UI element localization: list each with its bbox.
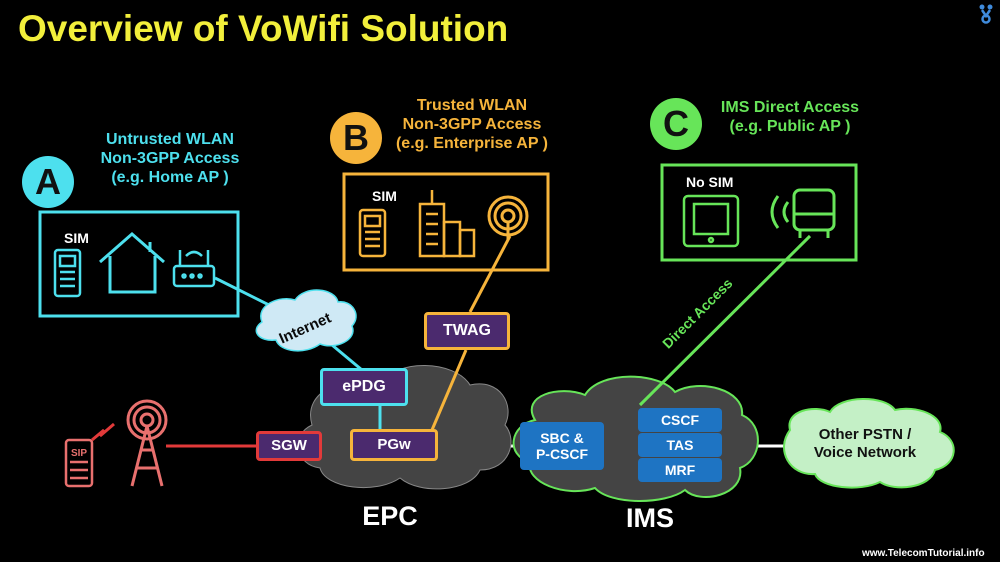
sip-phone-icon: [64, 438, 94, 488]
link-direct-access: [638, 234, 812, 407]
tas-node: TAS: [638, 433, 722, 457]
direct-access-label: Direct Access: [659, 275, 736, 352]
house-icon: [99, 232, 165, 294]
option-a-title: Untrusted WLAN Non-3GPP Access (e.g. Hom…: [100, 131, 240, 187]
wifi-bus-icon: [770, 188, 836, 238]
option-c-title: IMS Direct Access (e.g. Public AP ): [720, 99, 860, 136]
lightning-icon: [91, 422, 115, 442]
epdg-node: ePDG: [320, 368, 408, 406]
access-point-icon: [487, 195, 529, 240]
link-trusted-twag: [468, 235, 512, 313]
tablet-icon: [682, 194, 740, 248]
cscf-node: CSCF: [638, 408, 722, 432]
option-a-badge: A: [22, 156, 74, 208]
trusted-wlan-box: [342, 172, 550, 272]
option-a-sim-label: SIM: [64, 230, 89, 246]
internet-cloud: [255, 289, 357, 352]
pgw-node: PGw: [350, 429, 438, 461]
pstn-label: Other PSTN / Voice Network: [813, 426, 917, 461]
sgw-node: SGW: [256, 431, 322, 461]
page-title: Overview of VoWifi Solution: [18, 8, 509, 49]
sbc-pcscf-node: SBC & P-CSCF: [520, 422, 604, 470]
option-c-badge: C: [650, 98, 702, 150]
option-b-badge: B: [330, 112, 382, 164]
option-b-title: Trusted WLAN Non-3GPP Access (e.g. Enter…: [395, 97, 549, 153]
ims-label: IMS: [625, 503, 674, 533]
pstn-cloud: [783, 398, 955, 489]
wifi-router-icon: [172, 250, 216, 288]
mobile-phone-icon: [53, 248, 82, 298]
mobile-phone-icon-b: [358, 208, 387, 258]
untrusted-wlan-box: [38, 210, 240, 318]
cell-tower-icon: [126, 399, 168, 487]
brand-logo-icon: [979, 4, 993, 24]
twag-node: TWAG: [424, 312, 510, 350]
sip-label: SIP: [71, 448, 87, 459]
mrf-node: MRF: [638, 458, 722, 482]
option-b-sim-label: SIM: [372, 188, 397, 204]
footer-url: www.TelecomTutorial.info: [862, 548, 985, 559]
option-c-sim-label: No SIM: [686, 174, 734, 190]
ims-direct-box: [660, 163, 858, 262]
buildings-icon: [418, 190, 476, 258]
link-twag-pgw: [430, 349, 468, 431]
epc-label: EPC: [362, 501, 418, 531]
